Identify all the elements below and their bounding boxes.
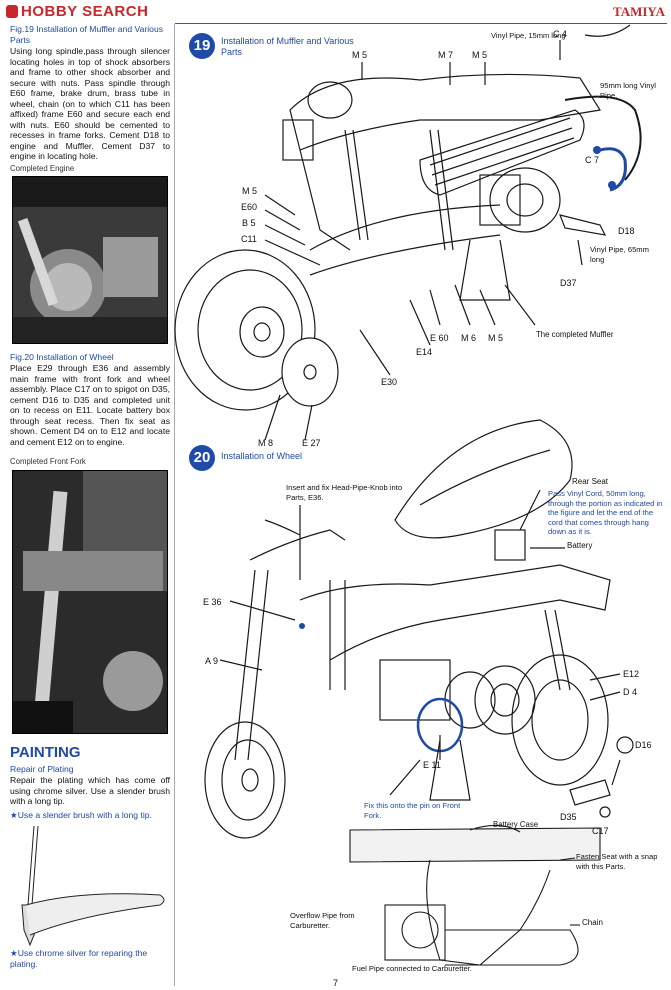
- label-fix-pin: Fix this onto the pin on Front Fork.: [364, 801, 461, 820]
- engine-photo: [12, 176, 168, 344]
- fig19-text: Using long spindle,pass through silencer…: [10, 46, 170, 161]
- label-d16: D16: [635, 740, 652, 750]
- label-d18: D18: [618, 226, 635, 236]
- label-m5-bottom: M 5: [488, 333, 504, 343]
- label-m5-top: M 5: [352, 50, 368, 60]
- chrome-note: ★Use chrome silver for reparing the plat…: [10, 948, 148, 969]
- label-vinyl-65: Vinyl Pipe, 65mm long: [590, 245, 649, 264]
- logo-icon: [6, 5, 18, 18]
- label-headpipe-knob: Insert and fix Head-Pipe-Knob into Parts…: [286, 483, 403, 502]
- label-c4: C 4: [553, 29, 568, 39]
- label-e11: E 11: [423, 760, 441, 770]
- label-e36: E 36: [203, 597, 222, 607]
- fig19-title: Fig.19 Installation of Muffler and Vario…: [10, 24, 164, 45]
- label-d37: D37: [560, 278, 577, 288]
- tamiya-brand: TAMIYA: [612, 4, 665, 19]
- label-e27: E 27: [302, 438, 321, 448]
- label-e60-bottom: E 60: [430, 333, 449, 343]
- step20-title: Installation of Wheel: [221, 451, 303, 461]
- label-a9: A 9: [205, 656, 219, 666]
- label-battery: Battery: [567, 541, 593, 550]
- label-m5-second: M 5: [472, 50, 488, 60]
- label-m5-left: M 5: [242, 186, 258, 196]
- label-m7: M 7: [438, 50, 454, 60]
- label-m8: M 8: [258, 438, 274, 448]
- label-c7: C 7: [585, 155, 600, 165]
- front-fork-photo-art: [13, 471, 167, 733]
- label-vinyl-95: 95mm long Vinyl Pipe,: [600, 81, 656, 100]
- label-vinyl-cord: Pass Vinyl Cord, 50mm long, through the …: [548, 489, 663, 536]
- label-e30: E30: [381, 377, 398, 387]
- fig20-title: Fig.20 Installation of Wheel: [10, 352, 114, 362]
- header-rule: [175, 23, 667, 24]
- brush-note: ★Use a slender brush with a long tip.: [10, 810, 152, 820]
- label-e12: E12: [623, 669, 640, 679]
- step19-title: Installation of Muffler and Various Part…: [221, 36, 354, 57]
- label-chain: Chain: [582, 918, 603, 927]
- label-d35: D35: [560, 812, 577, 822]
- engine-photo-art: [13, 177, 167, 343]
- label-e60-left: E60: [241, 202, 258, 212]
- label-c11: C11: [241, 234, 257, 244]
- label-b5: B 5: [242, 218, 256, 228]
- painting-subtitle: Repair of Plating: [10, 764, 74, 774]
- photo2-caption: Completed Front Fork: [10, 457, 86, 466]
- label-overflow-pipe: Overflow Pipe from Carburetter.: [290, 911, 355, 930]
- label-completed-muffler: The completed Muffler: [536, 330, 614, 339]
- label-fasten-seat: Fasten Seat with a snap with this Parts.: [576, 852, 658, 871]
- hobby-search-logo: HOBBY SEARCH: [6, 3, 148, 20]
- label-c17: C17: [592, 826, 609, 836]
- label-vinyl-15: Vinyl Pipe, 15mm long: [491, 31, 566, 40]
- label-rear-seat: Rear Seat: [572, 477, 609, 486]
- page-number: 7: [333, 978, 339, 988]
- label-d4: D 4: [623, 687, 638, 697]
- label-m6: M 6: [461, 333, 477, 343]
- label-battery-case: Battery Case: [493, 820, 539, 829]
- fig20-text: Place E29 through E36 and assembly main …: [10, 363, 170, 447]
- photo1-caption: Completed Engine: [10, 164, 75, 173]
- step19-number: 19: [189, 33, 215, 59]
- column-divider: [174, 24, 175, 986]
- painting-text: Repair the plating which has come off us…: [10, 775, 170, 806]
- front-fork-photo: [12, 470, 168, 734]
- label-e14: E14: [416, 347, 433, 357]
- painting-title: PAINTING: [10, 744, 81, 761]
- step20-number: 20: [189, 445, 215, 471]
- label-fuel-pipe: Fuel Pipe connected to Carburetter.: [352, 964, 472, 973]
